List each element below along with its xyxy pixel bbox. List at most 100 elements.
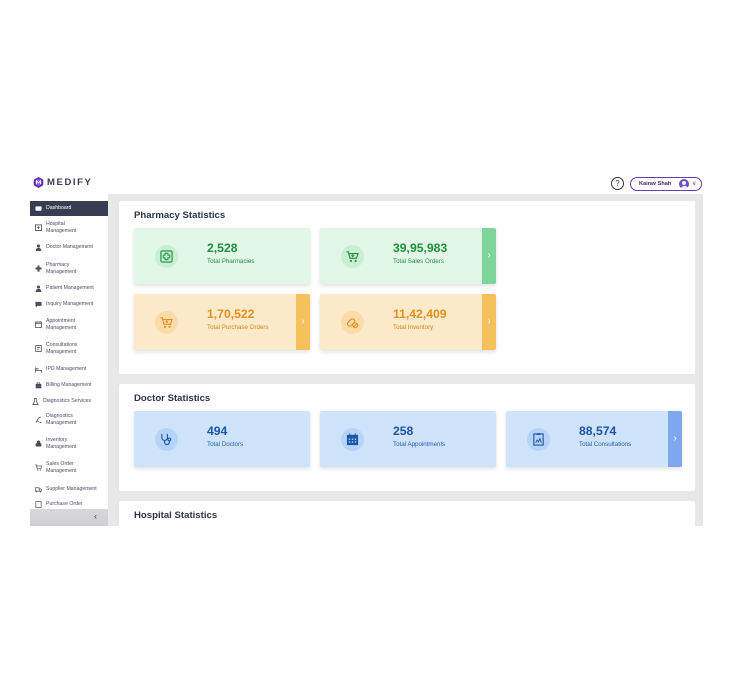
total-appointments-card[interactable]: 258 Total Appointments — [320, 411, 496, 467]
dashboard-content: Pharmacy Statistics 2,528 Total Pharmaci… — [108, 194, 703, 526]
pharmacy-cross-icon — [35, 265, 42, 272]
consultation-report-icon — [527, 428, 550, 451]
chevron-right-icon[interactable]: › — [482, 228, 496, 284]
sidebar-item-inventory[interactable]: Inventory Management — [30, 436, 108, 451]
hospital-statistics-section: Hospital Statistics — [119, 501, 695, 526]
sidebar-item-label: Appointment Management — [46, 317, 77, 331]
chevron-down-icon: ∨ — [692, 181, 697, 187]
brand-logo[interactable]: MEDIFY — [33, 177, 93, 188]
section-title: Doctor Statistics — [134, 393, 211, 404]
sidebar-item-label: Sales Order Management — [46, 460, 77, 474]
chevron-left-icon: ‹ — [94, 511, 97, 521]
sidebar-item-label: IPD Management — [46, 365, 87, 372]
user-name: Kairav Shah — [639, 181, 672, 187]
stat-label: Total Consultations — [579, 441, 632, 448]
sidebar-item-diagnostics-management[interactable]: Diagnostics Management — [30, 412, 108, 427]
brand-name: MEDIFY — [47, 177, 93, 188]
inquiry-icon — [35, 301, 42, 307]
medify-logo-icon — [33, 177, 44, 188]
stat-label: Total Doctors — [207, 441, 244, 448]
stethoscope-icon — [155, 428, 178, 451]
sidebar-item-label: Patient Management — [46, 284, 94, 291]
stat-value: 258 — [393, 424, 414, 438]
sidebar-item-diagnostics-services[interactable]: Diagnostics Services — [30, 396, 108, 406]
sidebar-item-consultations[interactable]: Consultations Management — [30, 341, 108, 356]
sidebar-item-appointment[interactable]: Appointment Management — [30, 317, 108, 332]
doctor-statistics-section: Doctor Statistics 494 Total Doctors 258 … — [119, 384, 695, 491]
sidebar-item-purchase-order[interactable]: Purchase Order — [30, 499, 108, 509]
sidebar-item-label: Pharmacy Management — [46, 261, 77, 275]
cart-icon — [341, 245, 364, 268]
sidebar-item-label: Supplier Management — [46, 485, 97, 492]
avatar — [679, 179, 689, 189]
app-window: MEDIFY ? Kairav Shah ∨ Dashboard Hospita… — [30, 172, 703, 526]
total-pharmacies-card[interactable]: 2,528 Total Pharmacies — [134, 228, 310, 284]
stat-label: Total Appointments — [393, 441, 446, 448]
stat-label: Total Sales Orders — [393, 258, 444, 265]
diagnostics-icon — [32, 397, 39, 405]
billing-icon — [35, 381, 42, 388]
dashboard-icon — [35, 206, 42, 211]
top-bar: MEDIFY ? Kairav Shah ∨ — [30, 172, 703, 194]
pharmacy-statistics-section: Pharmacy Statistics 2,528 Total Pharmaci… — [119, 201, 695, 374]
pharmacy-plus-icon — [155, 245, 178, 268]
total-sales-orders-card[interactable]: 39,95,983 Total Sales Orders › — [320, 228, 496, 284]
total-purchase-orders-card[interactable]: 1,70,522 Total Purchase Orders › — [134, 294, 310, 350]
sidebar-item-dashboard[interactable]: Dashboard — [30, 201, 108, 216]
chevron-right-icon[interactable]: › — [296, 294, 310, 350]
sidebar-item-label: Billing Management — [46, 381, 92, 388]
cart-download-icon — [155, 311, 178, 334]
sidebar-item-label: Consultations Management — [46, 341, 78, 355]
user-menu-button[interactable]: Kairav Shah ∨ — [630, 177, 702, 191]
sidebar-item-label: Doctor Management — [46, 243, 93, 250]
section-title: Pharmacy Statistics — [134, 210, 226, 221]
stat-value: 11,42,409 — [393, 307, 447, 321]
stat-label: Total Purchase Orders — [207, 324, 269, 331]
patient-icon — [35, 284, 42, 292]
stat-label: Total Pharmacies — [207, 258, 255, 265]
stat-value: 88,574 — [579, 424, 617, 438]
sidebar-item-patient[interactable]: Patient Management — [30, 283, 108, 293]
inventory-icon — [35, 440, 42, 447]
sidebar-item-label: Diagnostics Services — [43, 397, 92, 404]
sidebar-collapse-button[interactable]: ‹ — [30, 509, 108, 526]
appointment-calendar-icon — [341, 428, 364, 451]
sidebar-item-ipd[interactable]: IPD Management — [30, 364, 108, 374]
sidebar: Dashboard Hospital Management Doctor Man… — [30, 201, 108, 526]
total-consultations-card[interactable]: 88,574 Total Consultations › — [506, 411, 682, 467]
chevron-right-icon[interactable]: › — [668, 411, 682, 467]
stat-value: 1,70,522 — [207, 307, 255, 321]
purchase-order-icon — [35, 500, 42, 508]
sidebar-item-billing[interactable]: Billing Management — [30, 380, 108, 390]
pill-icon — [341, 311, 364, 334]
consultation-icon — [35, 345, 42, 352]
stat-value: 2,528 — [207, 241, 238, 255]
stat-value: 494 — [207, 424, 228, 438]
sidebar-item-hospital[interactable]: Hospital Management — [30, 220, 108, 235]
sidebar-item-label: Purchase Order — [46, 500, 83, 507]
sidebar-item-label: Diagnostics Management — [46, 412, 77, 426]
doctor-icon — [35, 243, 42, 251]
chevron-right-icon[interactable]: › — [482, 294, 496, 350]
sales-order-icon — [35, 464, 42, 471]
supplier-icon — [35, 486, 42, 492]
sidebar-item-label: Inventory Management — [46, 436, 77, 450]
sidebar-item-sales-order[interactable]: Sales Order Management — [30, 460, 108, 475]
help-button[interactable]: ? — [611, 177, 624, 190]
diagnostics-management-icon — [35, 416, 42, 423]
stat-label: Total Inventory — [393, 324, 434, 331]
section-title: Hospital Statistics — [134, 510, 218, 521]
bed-icon — [35, 366, 42, 373]
sidebar-item-doctor[interactable]: Doctor Management — [30, 242, 108, 252]
sidebar-item-label: Hospital Management — [46, 220, 77, 234]
sidebar-item-supplier[interactable]: Supplier Management — [30, 484, 108, 494]
calendar-icon — [35, 321, 42, 328]
stat-value: 39,95,983 — [393, 241, 448, 255]
sidebar-item-label: Inquiry Management — [46, 300, 94, 307]
total-doctors-card[interactable]: 494 Total Doctors — [134, 411, 310, 467]
sidebar-item-inquiry[interactable]: Inquiry Management — [30, 299, 108, 309]
sidebar-item-label: Dashboard — [46, 205, 72, 212]
sidebar-item-pharmacy[interactable]: Pharmacy Management — [30, 261, 108, 276]
total-inventory-card[interactable]: 11,42,409 Total Inventory › — [320, 294, 496, 350]
hospital-icon — [35, 224, 42, 231]
